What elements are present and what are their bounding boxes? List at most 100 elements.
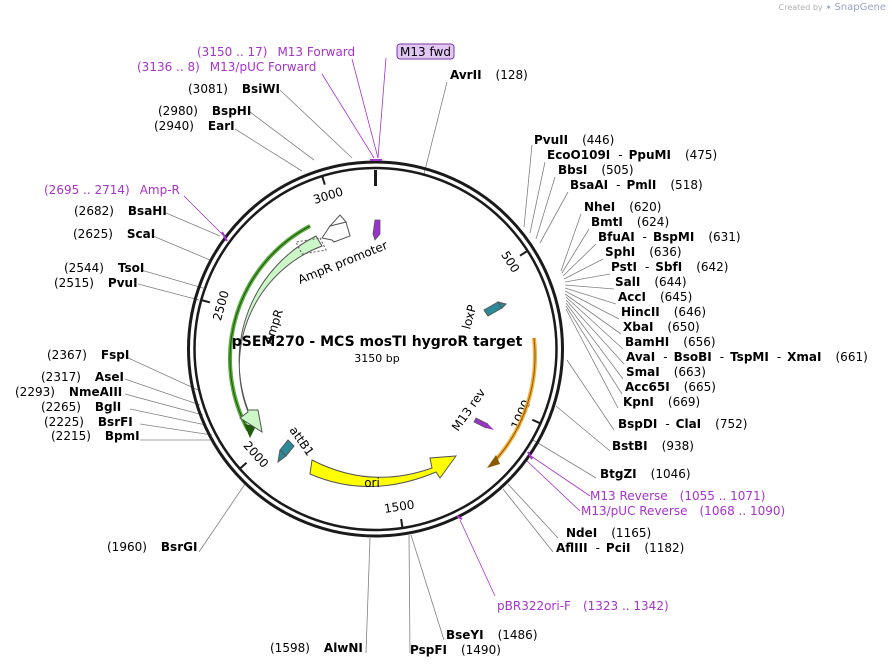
tick-mark — [519, 249, 529, 257]
tick-label: 500 — [498, 249, 522, 276]
enzyme-name: AflIII — [556, 541, 588, 555]
enzyme-name: SmaI — [626, 365, 660, 379]
enzyme-pos: (642) — [696, 260, 728, 274]
enzyme-name: XmaI — [787, 350, 821, 364]
enzyme-pos: (2367) — [47, 348, 87, 362]
enzyme-pos: (2515) — [54, 276, 94, 290]
enzyme-name: SbfI — [655, 260, 682, 274]
feature-m13-rev[interactable]: M13 rev — [449, 386, 494, 434]
enzyme-name: SphI — [605, 245, 635, 259]
enzyme-name: BsrGI — [161, 540, 198, 554]
amp-r-site — [221, 231, 228, 242]
enzyme-pos: (636) — [649, 245, 681, 259]
enzyme-name: FspI — [101, 348, 129, 362]
enzyme-pos: (1598) — [270, 641, 310, 655]
enzyme-pos: (620) — [629, 200, 661, 214]
svg-text:M13 Reverse(1055 .. 1071): M13 Reverse(1055 .. 1071) — [590, 489, 765, 503]
enzyme-name: BseYI — [446, 628, 484, 642]
enzyme-name: BbsI — [558, 163, 587, 177]
primer-range: (3150 .. 17) — [197, 45, 267, 59]
enzyme-pos: (2265) — [41, 400, 81, 414]
snapgene-watermark: Created by ✶ SnapGene — [779, 2, 886, 13]
svg-text:PstI-SbfI(642): PstI-SbfI(642) — [611, 260, 728, 274]
svg-text:HincII(646): HincII(646) — [621, 305, 706, 319]
enzyme-pos: (650) — [667, 320, 699, 334]
enzyme-name: ClaI — [676, 417, 701, 431]
enzyme-pos: (1046) — [651, 467, 691, 481]
enzyme-name: BpmI — [105, 429, 140, 443]
svg-text:(2625)ScaI: (2625)ScaI — [73, 227, 155, 241]
m13-reverse-site — [527, 451, 533, 460]
enzyme-labels-left: (1598)AlwNI (1960)BsrGI (2215)BpmI (2225… — [15, 82, 363, 655]
svg-text:BfuAI-BspMI(631): BfuAI-BspMI(631) — [598, 230, 741, 244]
enzyme-name: AseI — [95, 370, 124, 384]
enzyme-name: KpnI — [623, 395, 654, 409]
enzyme-name: XbaI — [623, 320, 653, 334]
svg-text:BtgZI(1046): BtgZI (1046) — [600, 467, 691, 481]
enzyme-pos: (1490) — [461, 643, 501, 657]
snapgene-logo-icon: ✶ — [825, 3, 832, 12]
enzyme-pos: (475) — [685, 148, 717, 162]
tick-label: 1500 — [383, 498, 415, 516]
tick-mark — [400, 518, 404, 529]
svg-text:BsaAI-PmlI(518): BsaAI-PmlI(518) — [570, 178, 703, 192]
enzyme-pos: (2544) — [64, 261, 104, 275]
enzyme-name: BspMI — [653, 230, 694, 244]
m13-fwd-tag[interactable]: M13 fwd — [396, 43, 455, 60]
svg-text:BbsI(505): BbsI(505) — [558, 163, 634, 177]
tick-label: 2000 — [241, 438, 272, 470]
attb1-label: attB1 — [287, 424, 317, 459]
svg-text:(1598)AlwNI: (1598)AlwNI — [270, 641, 363, 655]
enzyme-pos: (752) — [715, 417, 747, 431]
enzyme-name: TsoI — [118, 261, 144, 275]
enzyme-name: BspDI — [618, 417, 657, 431]
primer-name: M13/pUC Reverse — [581, 504, 688, 518]
enzyme-name: AccI — [618, 290, 646, 304]
leader-lines — [124, 81, 625, 654]
tick-label: 3000 — [312, 184, 345, 206]
enzyme-name: PvuII — [534, 133, 568, 147]
svg-text:(2544)TsoI: (2544) TsoI — [64, 261, 144, 275]
watermark-brand: SnapGene — [834, 2, 886, 13]
plasmid-name: pSEM270 - MCS mosTI hygroR target — [232, 334, 523, 350]
enzyme-pos: (3081) — [188, 82, 228, 96]
svg-text:pBR322ori-F(1323 .. 1342): pBR322ori-F(1323 .. 1342) — [497, 599, 669, 613]
enzyme-pos: (645) — [660, 290, 692, 304]
svg-text:(2225)BsrFI: (2225)BsrFI — [44, 415, 133, 429]
enzyme-name: BstBI — [612, 439, 648, 453]
svg-text:(2293)NmeAIII: (2293)NmeAIII — [15, 385, 122, 399]
ori-arc-arrow — [491, 337, 536, 465]
enzyme-pos: (2980) — [158, 104, 198, 118]
enzyme-name: SalI — [615, 275, 640, 289]
svg-text:M13/pUC Reverse(1068 .. 1090): M13/pUC Reverse(1068 .. 1090) — [581, 504, 785, 518]
svg-text:Acc65I(665): Acc65I(665) — [625, 380, 716, 394]
primer-site-markers — [221, 159, 533, 520]
primer-name: M13/pUC Forward — [210, 60, 317, 74]
enzyme-name: BsaAI — [570, 178, 608, 192]
svg-text:AvrII(128): AvrII(128) — [450, 68, 528, 82]
enzyme-name: Acc65I — [625, 380, 670, 394]
enzyme-pos: (128) — [496, 68, 528, 82]
enzyme-pos: (2682) — [74, 204, 114, 218]
svg-text:(2367)FspI: (2367) FspI — [47, 348, 129, 362]
feature-m13-fwd[interactable] — [372, 219, 381, 241]
enzyme-name: PstI — [611, 260, 637, 274]
enzyme-pos: (661) — [836, 350, 868, 364]
feature-attb1[interactable]: attB1 — [277, 424, 317, 464]
enzyme-name: BsoBI — [674, 350, 712, 364]
primer-range: (1055 .. 1071) — [680, 489, 766, 503]
enzyme-name: BtgZI — [600, 467, 637, 481]
watermark-prefix: Created by — [778, 3, 823, 12]
enzyme-pos: (2940) — [154, 119, 194, 133]
feature-ori[interactable]: ori — [309, 455, 458, 490]
enzyme-labels-right: AvrII(128) PvuII(446) EcoO109I-PpuMI(475… — [410, 68, 868, 657]
feature-loxp[interactable]: loxP — [459, 301, 507, 331]
enzyme-pos: (669) — [668, 395, 700, 409]
svg-text:(1960)BsrGI: (1960)BsrGI — [107, 540, 197, 554]
plasmid-backbone — [187, 160, 564, 538]
enzyme-name: BsrFI — [98, 415, 133, 429]
enzyme-pos: (656) — [683, 335, 715, 349]
enzyme-name: PspFI — [410, 643, 447, 657]
enzyme-name: AvaI — [626, 350, 655, 364]
